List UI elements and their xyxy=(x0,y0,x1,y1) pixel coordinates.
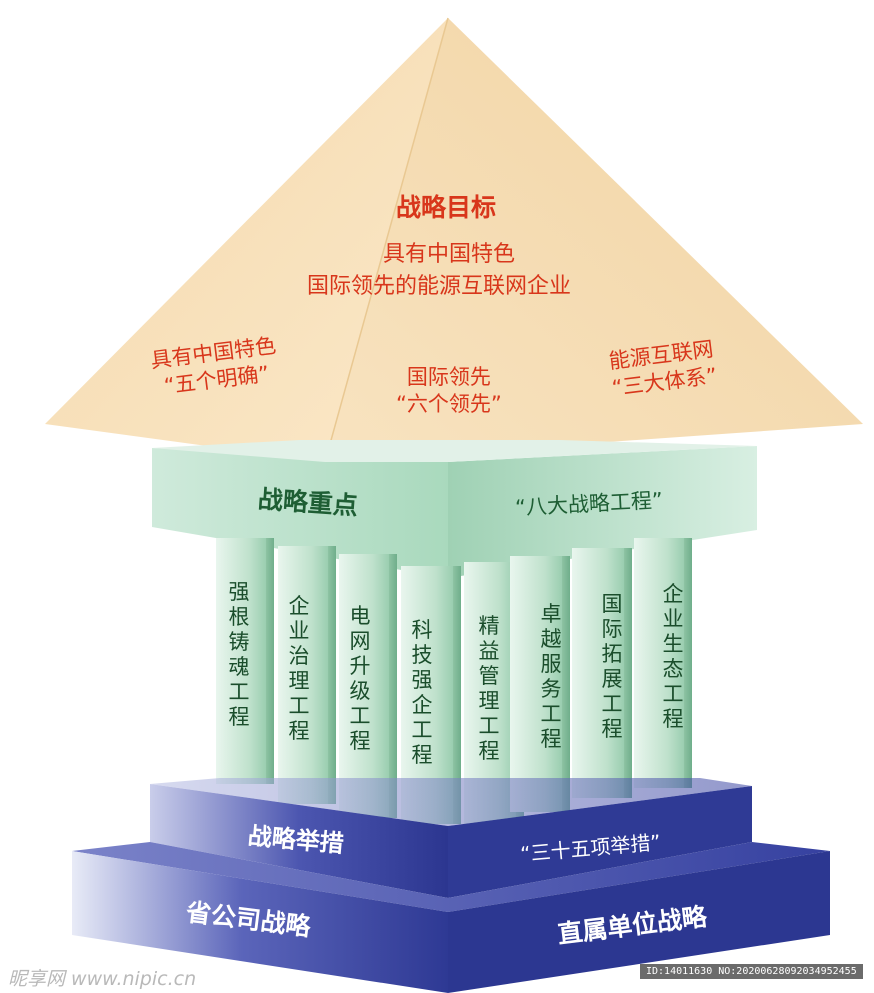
lower-base-front-left xyxy=(72,851,448,993)
upper-base xyxy=(150,778,752,898)
roof-right-face xyxy=(325,18,863,462)
pillar-label-5: 精益管理工程 xyxy=(478,614,500,763)
pillar-7-side xyxy=(624,548,632,798)
pillar-3-side xyxy=(389,554,397,818)
pillar-8 xyxy=(634,538,690,788)
pillar-label-8: 企业生态工程 xyxy=(662,582,684,731)
pillar-7 xyxy=(572,548,630,798)
roof-center-block: 国际领先 “六个领先” xyxy=(396,364,502,418)
roof-center-line-1: 国际领先 xyxy=(406,365,491,389)
lower-base-top xyxy=(72,842,830,912)
lower-base-front-right xyxy=(448,851,830,993)
beam-front-face xyxy=(152,448,448,578)
beam-title: 战略重点 xyxy=(257,484,359,521)
pillar-label-3: 电网升级工程 xyxy=(349,604,371,753)
watermark: 昵享网 www.nipic.cn xyxy=(8,968,197,990)
beam xyxy=(152,440,757,578)
pillar-1-side xyxy=(266,538,274,784)
roof-title: 战略目标 xyxy=(396,193,497,222)
upper-base-top xyxy=(150,778,752,826)
beam-right-face xyxy=(448,446,757,578)
roof xyxy=(45,17,863,463)
lower-base xyxy=(72,842,830,993)
pillar-3 xyxy=(339,554,395,818)
pillar-label-2: 企业治理工程 xyxy=(288,594,310,743)
pillar-2-side xyxy=(328,546,336,804)
roof-goal-line-1: 具有中国特色 xyxy=(383,242,516,267)
roof-edge xyxy=(324,17,449,463)
upper-base-front-right xyxy=(448,786,752,898)
roof-goal-line-2: 国际领先的能源互联网企业 xyxy=(307,274,572,299)
image-id-tag: ID:14011630 NO:20200628092034952455 xyxy=(640,964,863,979)
pillar-label-4: 科技强企工程 xyxy=(411,618,433,767)
beam-top-face xyxy=(152,440,757,462)
pillar-4-side xyxy=(453,566,461,824)
pillar-label-6: 卓越服务工程 xyxy=(540,602,562,751)
roof-left-face xyxy=(45,18,448,462)
pillar-8-side xyxy=(684,538,692,788)
pillar-2 xyxy=(278,546,334,804)
pillar-6-side xyxy=(562,556,570,812)
roof-center-line-2: “六个领先” xyxy=(396,392,502,416)
pillar-1 xyxy=(216,538,272,784)
upper-base-front-left xyxy=(150,784,448,898)
pillar-label-7: 国际拓展工程 xyxy=(601,592,623,741)
pillar-label-1: 强根铸魂工程 xyxy=(228,580,250,729)
pillar-6 xyxy=(510,556,568,812)
